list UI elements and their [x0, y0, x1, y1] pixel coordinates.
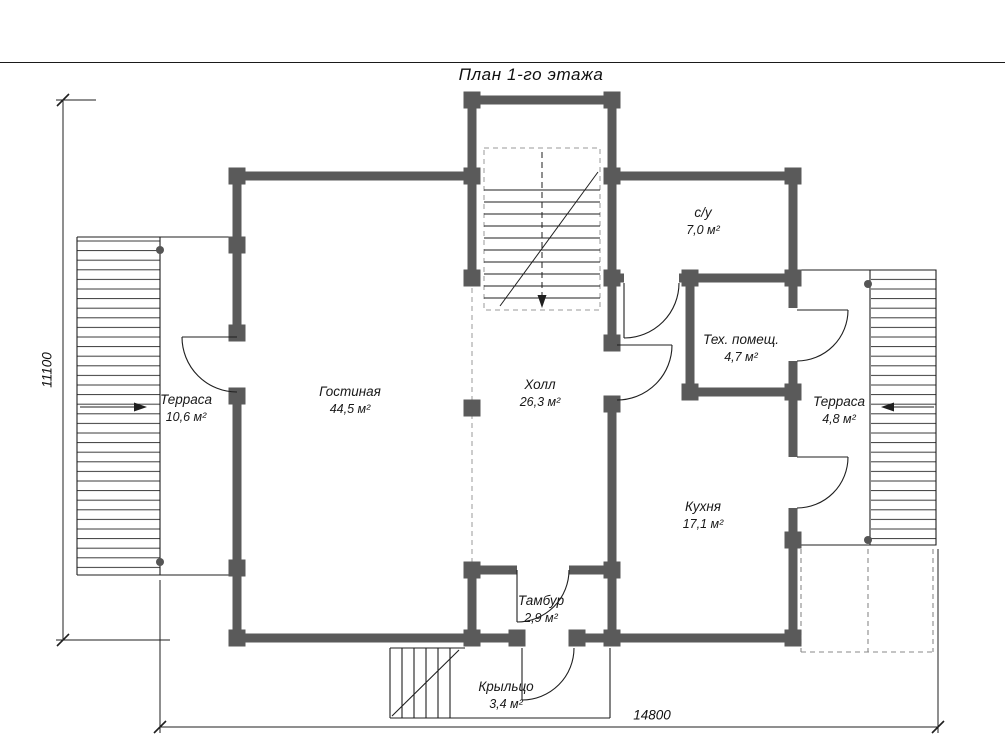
log-end-block: [463, 269, 481, 287]
log-end-block: [784, 629, 802, 647]
door-hall-to-kitchen: [616, 344, 673, 401]
log-end-block: [603, 167, 621, 185]
room-label-bathroom: с/у 7,0 м²: [686, 204, 720, 238]
door-arcs: [181, 282, 849, 701]
terrace-steps-dashed: [800, 549, 934, 653]
room-area: 7,0 м²: [686, 222, 720, 237]
log-end-block: [603, 395, 621, 413]
terrace-post: [864, 536, 872, 544]
log-end-block: [228, 387, 246, 405]
log-end-block: [228, 559, 246, 577]
log-end-block: [603, 91, 621, 109]
door-bathroom: [623, 282, 680, 339]
log-end-block: [603, 629, 621, 647]
log-end-block: [568, 629, 586, 647]
room-label-hall: Холл 26,3 м²: [520, 376, 561, 410]
room-label-terrace-left: Терраса 10,6 м²: [160, 391, 212, 425]
room-name: Кухня: [685, 498, 721, 514]
log-end-block: [463, 629, 481, 647]
door-utility-to-terrace: [796, 309, 849, 362]
terrace-post: [156, 246, 164, 254]
room-name: Крыльцо: [478, 678, 534, 694]
log-end-block: [463, 91, 481, 109]
room-name: Тех. помещ.: [703, 331, 779, 347]
log-end-block: [463, 167, 481, 185]
room-name: с/у: [694, 204, 712, 220]
terrace-post: [156, 558, 164, 566]
room-area: 44,5 м²: [329, 401, 371, 416]
log-ends: [228, 91, 802, 647]
room-area: 4,8 м²: [822, 411, 856, 426]
log-end-block: [508, 629, 526, 647]
log-end-block: [681, 383, 699, 401]
terrace-post: [864, 280, 872, 288]
log-end-block: [228, 236, 246, 254]
room-label-living-room: Гостиная 44,5 м²: [319, 383, 381, 417]
room-label-vestibule: Тамбур 2,9 м²: [518, 592, 564, 626]
porch-deck: [389, 647, 611, 719]
room-name: Гостиная: [319, 383, 381, 399]
log-end-block: [603, 561, 621, 579]
log-end-block: [463, 399, 481, 417]
room-name: Терраса: [159, 391, 213, 407]
room-area: 10,6 м²: [165, 409, 207, 424]
staircase: [483, 147, 601, 311]
dimension-label-width: 14800: [633, 707, 671, 723]
log-end-block: [784, 167, 802, 185]
log-end-block: [463, 561, 481, 579]
dimension-label-height: 11100: [39, 352, 55, 388]
entry-arrow-head: [881, 402, 894, 412]
room-name: Холл: [524, 376, 556, 392]
room-area: 3,4 м²: [489, 696, 523, 711]
terrace-left-deck: [76, 236, 232, 576]
room-label-kitchen: Кухня 17,1 м²: [683, 498, 724, 532]
log-end-block: [681, 269, 699, 287]
door-living-to-terrace: [181, 336, 238, 393]
entry-arrow-head: [134, 402, 147, 412]
log-end-block: [784, 383, 802, 401]
door-entrance: [521, 647, 575, 701]
room-area: 17,1 м²: [682, 516, 724, 531]
door-kitchen-to-terrace: [796, 456, 849, 509]
dimension-lines: [56, 93, 945, 734]
dim-tick: [153, 720, 945, 734]
room-area: 2,9 м²: [524, 610, 558, 625]
log-end-block: [228, 629, 246, 647]
terrace-right-deck: [797, 269, 937, 653]
sheet-divider-line: [0, 62, 1005, 63]
room-name: Терраса: [812, 393, 866, 409]
log-end-block: [603, 269, 621, 287]
room-label-porch: Крыльцо 3,4 м²: [478, 678, 533, 712]
log-end-block: [603, 334, 621, 352]
stair-break-line: [499, 171, 599, 307]
room-area: 4,7 м²: [724, 349, 758, 364]
log-end-block: [784, 269, 802, 287]
room-name: Тамбур: [517, 592, 565, 608]
door-vestibule: [516, 569, 570, 623]
walls: [232, 95, 798, 643]
log-end-block: [784, 531, 802, 549]
room-area: 26,3 м²: [519, 394, 561, 409]
porch-steps-diagonal: [391, 649, 460, 717]
log-end-block: [228, 167, 246, 185]
log-end-block: [228, 324, 246, 342]
drawing-title: План 1-го этажа: [458, 65, 604, 84]
stair-walk-arrow-head: [537, 295, 547, 308]
room-label-terrace-right: Терраса 4,8 м²: [813, 393, 865, 427]
room-label-utility-room: Тех. помещ. 4,7 м²: [703, 331, 779, 365]
dim-ext-bottom: [159, 549, 939, 733]
dim-tick: [56, 93, 70, 647]
